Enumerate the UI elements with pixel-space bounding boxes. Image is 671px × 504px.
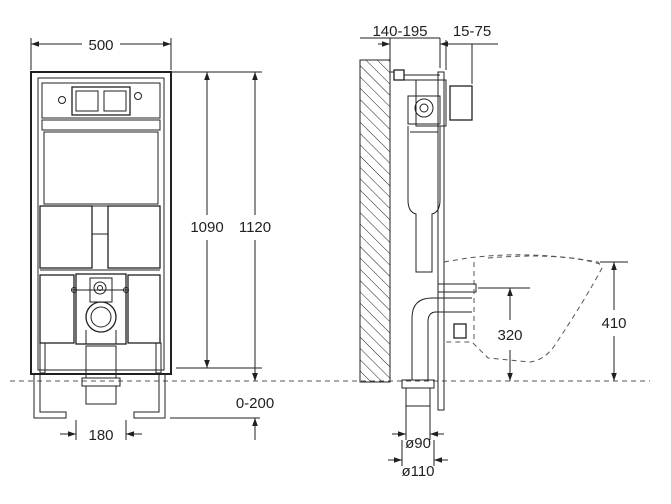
side-view: [359, 59, 603, 411]
foot-right: [133, 374, 166, 419]
flush-plate: [71, 86, 131, 116]
label-height-1120: 1120: [239, 219, 271, 236]
label-spacing-180: 180: [88, 427, 113, 444]
cistern-top: [41, 82, 161, 119]
label-depth-140-195: 140-195: [372, 23, 427, 40]
label-width-500: 500: [88, 37, 113, 54]
side-drain-pipe: [411, 297, 472, 380]
water-inlet-icon: [93, 281, 107, 295]
label-height-320: 320: [497, 327, 522, 344]
wc-bowl-outline: [443, 254, 603, 363]
side-dimensions: 140-195 15-75 320 410 ø90 ø110: [360, 23, 628, 480]
foot-left: [33, 374, 67, 419]
front-view: [30, 71, 172, 419]
label-dia-110: ø110: [401, 463, 434, 480]
label-range-0-200: 0-200: [236, 395, 274, 412]
frame-outer: [30, 71, 172, 375]
side-block-right: [107, 205, 161, 269]
label-dia-90: ø90: [405, 435, 431, 452]
label-height-1090: 1090: [190, 219, 223, 236]
flush-box: [449, 85, 473, 121]
drain-outlet-icon: [85, 301, 117, 333]
wall-hatch: [359, 59, 391, 383]
side-block-left: [39, 205, 93, 269]
label-height-410: 410: [601, 315, 626, 332]
side-cistern: [407, 126, 441, 273]
label-depth-15-75: 15-75: [453, 23, 491, 40]
front-dimensions: 500 1090 1120 0-200 180: [30, 37, 274, 444]
